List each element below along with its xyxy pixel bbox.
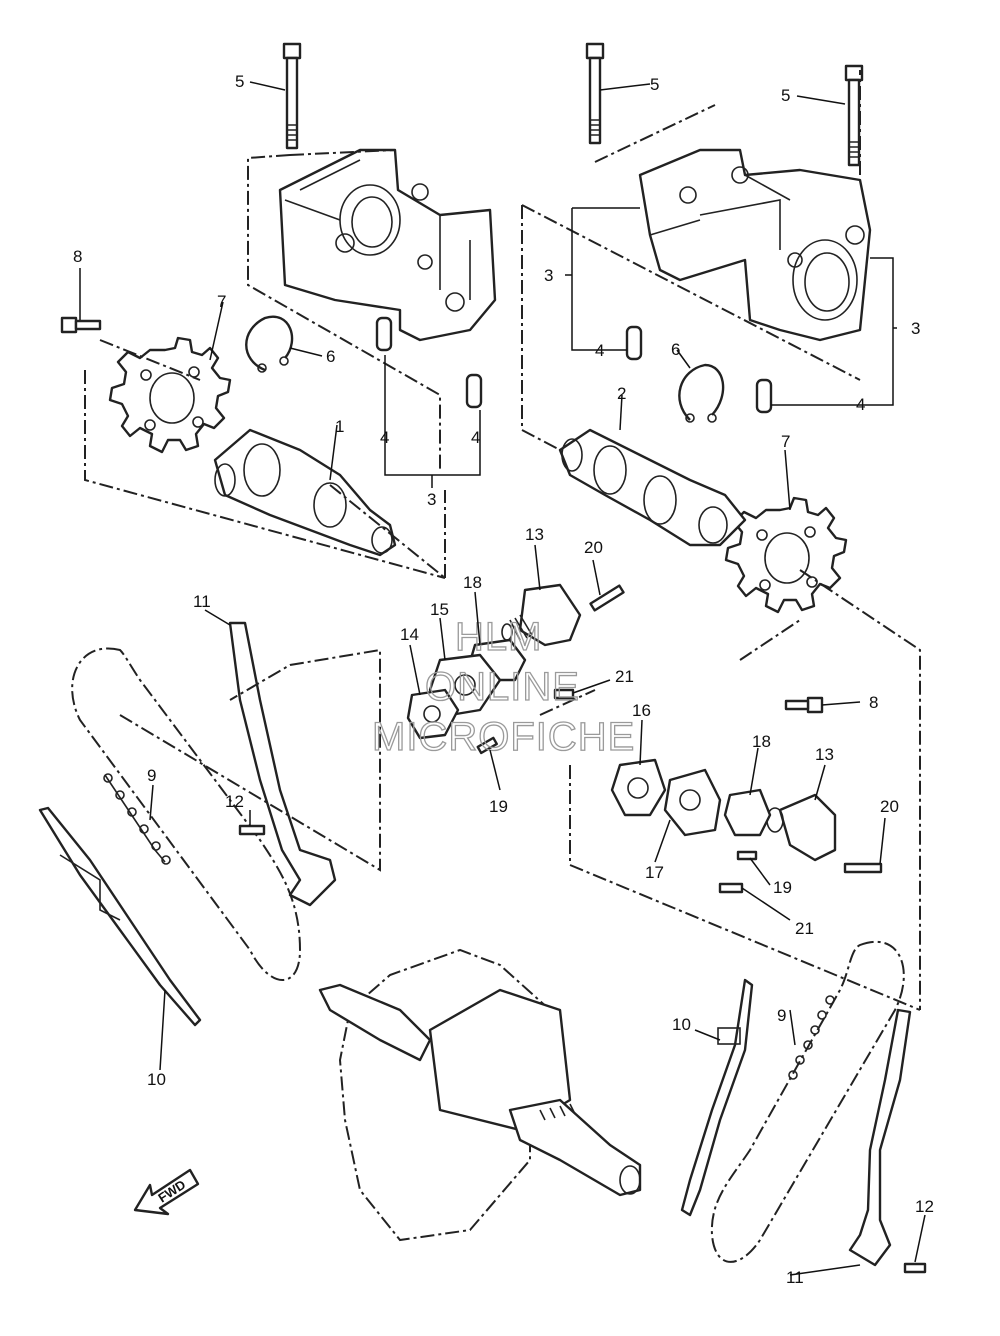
callout-20-left: 20	[584, 538, 603, 557]
chain-guide-10-right	[680, 978, 754, 1217]
left-camshaft-cap	[278, 148, 497, 342]
callout-1: 1	[335, 417, 344, 436]
callout-3-right-b: 3	[911, 319, 920, 338]
callout-19-left: 19	[489, 797, 508, 816]
cap-bolt-middle	[585, 42, 605, 145]
bolt-12-right	[903, 1262, 927, 1274]
callout-10-right: 10	[672, 1015, 691, 1034]
cam-chain-right	[710, 940, 905, 1263]
callout-7-right: 7	[781, 432, 790, 451]
callout-6-right: 6	[671, 340, 680, 359]
callout-9-left: 9	[147, 766, 156, 785]
callout-4-right-a: 4	[595, 341, 604, 360]
camshaft-right	[558, 428, 747, 547]
pin-19-right	[736, 850, 758, 861]
callout-21-left: 21	[615, 667, 634, 686]
callout-13-right: 13	[815, 745, 834, 764]
callout-2: 2	[617, 384, 626, 403]
callout-18-left: 18	[463, 573, 482, 592]
callout-11-left: 11	[193, 592, 211, 611]
dowel-pin-right-a	[625, 325, 643, 361]
watermark-line-1: HLM	[455, 615, 542, 659]
chain-guide-10-left	[38, 806, 202, 1027]
dowel-pin-left-b	[465, 373, 483, 409]
callout-10-left: 10	[147, 1070, 166, 1089]
callout-17: 17	[645, 863, 664, 882]
cap-bolt-left	[282, 42, 302, 150]
callout-21-right: 21	[795, 919, 814, 938]
watermark-line-3: MICROFICHE	[372, 715, 635, 759]
callout-3-right-a: 3	[544, 266, 553, 285]
chain-guide-11-left	[228, 621, 337, 907]
gasket-14-left	[406, 688, 460, 740]
dowel-pin-left-a	[375, 316, 393, 352]
dowel-pin-right-b	[755, 378, 773, 414]
leader-lines	[79, 81, 926, 1276]
callout-4-left-a: 4	[380, 428, 389, 447]
circlip-left	[245, 315, 294, 373]
callout-18-right: 18	[752, 732, 771, 751]
callout-13-left: 13	[525, 525, 544, 544]
callout-6-left: 6	[326, 347, 335, 366]
callout-19-right: 19	[773, 878, 792, 897]
pin-19-left	[476, 736, 498, 755]
bolt-12-left	[238, 824, 266, 836]
camshaft-left	[213, 428, 397, 557]
bolt-21-left	[553, 688, 575, 700]
chain-guide-11-right	[848, 1008, 912, 1267]
fwd-arrow-icon: FWD	[133, 1168, 200, 1216]
bolt-8-right	[784, 696, 824, 714]
callout-5-right: 5	[781, 86, 790, 105]
callout-9-right: 9	[777, 1006, 786, 1025]
callout-8-right: 8	[869, 693, 878, 712]
callouts: 1 2 3 3 3 4 4 4 4 5 5 5 6 6 7 7 8 8 9 9 …	[73, 72, 934, 1287]
callout-5-left: 5	[235, 72, 244, 91]
callout-15: 15	[430, 600, 449, 619]
callout-16: 16	[632, 701, 651, 720]
cam-chain-left	[71, 647, 302, 981]
right-camshaft-cap	[638, 148, 872, 342]
tensioner-right	[766, 793, 837, 862]
callout-7-left: 7	[217, 292, 226, 311]
callout-20-right: 20	[880, 797, 899, 816]
bolt-20-right	[843, 862, 883, 874]
gasket-16-right	[610, 758, 667, 817]
callout-14: 14	[400, 625, 419, 644]
callout-11-right: 11	[786, 1268, 804, 1287]
watermark: HLM ONLINE MICROFICHE	[371, 614, 635, 759]
gasket-18-right	[723, 788, 772, 837]
callout-4-left-b: 4	[471, 428, 480, 447]
callout-5-middle: 5	[650, 75, 659, 94]
callout-4-right-b: 4	[856, 395, 865, 414]
tensioner-left	[501, 583, 582, 647]
callout-12-left: 12	[225, 792, 244, 811]
bolt-20-left	[589, 584, 625, 612]
bolt-8-left	[60, 316, 102, 334]
housing-17-right	[663, 768, 722, 837]
crankshaft	[318, 948, 642, 1242]
callout-3-left: 3	[427, 490, 436, 509]
circlip-right	[678, 363, 725, 423]
watermark-line-2: ONLINE	[425, 665, 580, 709]
assembly-lines	[84, 70, 921, 1011]
cam-sprocket-right	[724, 496, 848, 614]
callout-12-right: 12	[915, 1197, 934, 1216]
bolt-21-right	[718, 882, 744, 894]
cam-sprocket-left	[108, 336, 232, 454]
callout-8-left: 8	[73, 247, 82, 266]
